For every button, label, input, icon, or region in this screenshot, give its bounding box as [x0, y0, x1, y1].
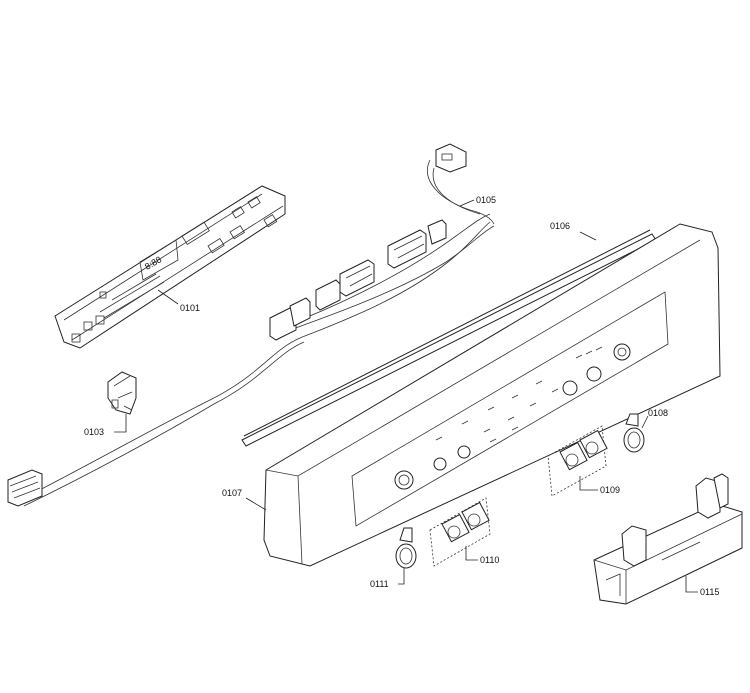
- knob-0111: [395, 527, 417, 569]
- label-0105: 0105: [476, 195, 496, 205]
- label-0101: 0101: [180, 303, 200, 313]
- button-pair-0110: [429, 497, 491, 567]
- label-0111: 0111: [370, 579, 389, 589]
- wiring-harness-0105: [7, 143, 495, 507]
- bracket-housing-0115: [593, 473, 743, 605]
- switch-0103: [107, 371, 137, 415]
- label-0110: 0110: [480, 555, 499, 565]
- knob-0108: [623, 413, 645, 453]
- control-board-0101: 8:88: [54, 185, 286, 349]
- label-0106: 0106: [550, 221, 570, 231]
- label-0107: 0107: [222, 488, 242, 498]
- label-0109: 0109: [600, 485, 620, 495]
- control-panel-0107: [263, 223, 721, 567]
- label-0108: 0108: [648, 408, 668, 418]
- label-0115: 0115: [700, 587, 719, 597]
- label-0103: 0103: [84, 427, 104, 437]
- button-pair-0109: [547, 425, 608, 497]
